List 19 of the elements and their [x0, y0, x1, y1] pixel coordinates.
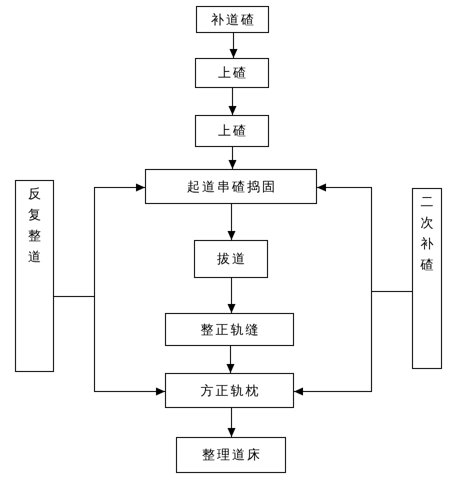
process-box: 上碴	[195, 115, 269, 147]
process-box: 整正轨缝	[165, 313, 294, 346]
process-box: 整理道床	[176, 437, 286, 473]
arrow	[230, 32, 238, 58]
arrow	[228, 408, 236, 438]
process-box: 二次补碴	[412, 188, 442, 369]
arrow	[228, 146, 236, 170]
process-box: 起道串碴捣固	[145, 169, 317, 204]
arrow	[226, 346, 234, 374]
arrow	[228, 88, 236, 116]
arrow	[294, 291, 412, 396]
arrow	[228, 278, 236, 314]
process-box: 补道碴	[196, 6, 269, 33]
process-box: 上碴	[195, 58, 269, 88]
process-box: 拔道	[194, 240, 268, 278]
arrow	[54, 296, 166, 396]
process-box: 方正轨枕	[165, 373, 294, 408]
process-box: 反复整道	[15, 180, 54, 372]
arrow	[228, 204, 236, 240]
